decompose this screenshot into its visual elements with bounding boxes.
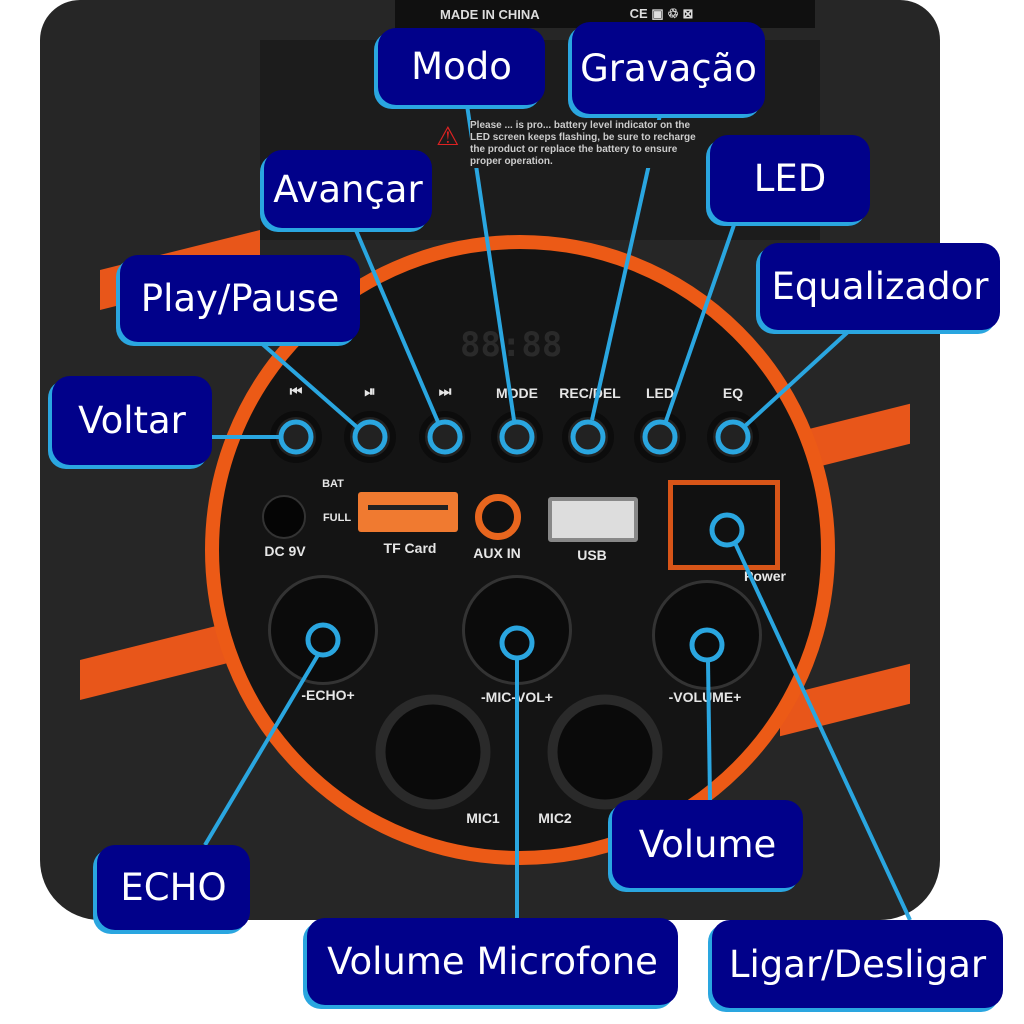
callout-modo: Modo: [378, 28, 545, 105]
callout-volume-microfone: Volume Microfone: [307, 918, 678, 1005]
mic2-label: MIC2: [538, 810, 572, 826]
bat-label: BAT: [322, 478, 344, 490]
tf-label: TF Card: [383, 540, 437, 556]
usb-label: USB: [577, 547, 607, 563]
callout-ligar-desligar: Ligar/Desligar: [712, 920, 1003, 1008]
callout-gravacao: Gravação: [572, 22, 765, 114]
led-display: 88:88: [460, 325, 563, 365]
prev-label: ⏮: [289, 383, 303, 399]
callout-play-pause: Play/Pause: [120, 255, 360, 342]
cert-marks: CE ▣ ♲ ⊠: [629, 6, 694, 21]
dc-label: DC 9V: [264, 543, 306, 559]
led-label: LED: [646, 385, 674, 401]
callout-echo: ECHO: [97, 845, 250, 930]
made-in-text: MADE IN CHINA: [440, 6, 540, 22]
callout-avancar: Avançar: [264, 150, 432, 228]
usb-port[interactable]: [548, 497, 638, 542]
dc-jack[interactable]: [262, 495, 306, 539]
mic2-jack[interactable]: [547, 694, 663, 810]
warning-icon: ⚠: [436, 122, 460, 152]
callout-led: LED: [710, 135, 870, 222]
warning-text: Please ... is pro... battery level indic…: [470, 120, 700, 168]
callout-equalizador: Equalizador: [760, 243, 1000, 330]
mic1-jack[interactable]: [375, 694, 491, 810]
power-switch[interactable]: [668, 480, 780, 570]
volume-label: -VOLUME+: [668, 689, 742, 705]
power-label: Power: [743, 568, 787, 584]
mode-label: MODE: [496, 385, 538, 401]
echo-knob[interactable]: [268, 575, 378, 685]
aux-label: AUX IN: [473, 545, 521, 561]
next-label: ⏭: [438, 383, 452, 399]
mic1-label: MIC1: [466, 810, 500, 826]
eq-label: EQ: [722, 385, 744, 401]
full-label: FULL: [322, 512, 352, 524]
play-label: ⏯: [364, 383, 376, 399]
callout-voltar: Voltar: [52, 376, 212, 465]
callout-volume: Volume: [612, 800, 803, 888]
echo-label: -ECHO+: [301, 687, 355, 703]
rec-label: REC/DEL: [559, 385, 621, 401]
tf-card-slot[interactable]: [358, 492, 458, 532]
aux-jack[interactable]: [475, 494, 521, 540]
